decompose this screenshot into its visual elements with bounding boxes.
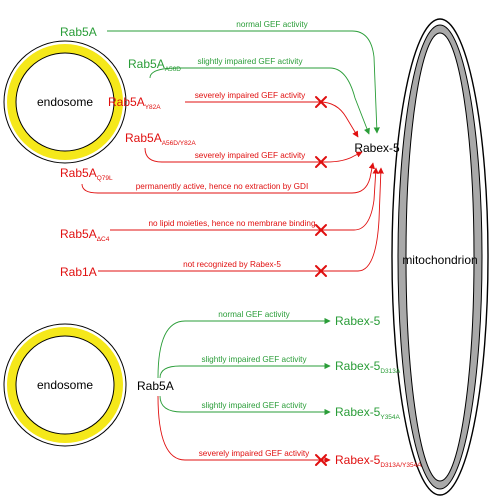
endosome-top-label: endosome: [37, 95, 93, 109]
mitochondrion-label: mitochondrion: [402, 253, 477, 267]
arrow-label: severely impaired GEF activity: [195, 91, 306, 100]
arrow-label: no lipid moieties, hence no membrane bin…: [148, 219, 315, 228]
top-variant-rab5a-y82a: Rab5AY82A severely impaired GEF activity: [108, 91, 359, 138]
variant-label: Rab5AQ79L: [60, 166, 113, 182]
arrow-path: [159, 395, 331, 416]
arrow-path: [110, 167, 379, 231]
arrow-label: permanently active, hence no extraction …: [136, 182, 308, 191]
endosome-bottom-label: endosome: [37, 378, 93, 392]
target-label: Rabex-5Y354A: [335, 405, 401, 421]
arrow-label: slightly impaired GEF activity: [201, 355, 307, 364]
variant-label: Rab5AY82A: [108, 95, 161, 111]
top-variant-rab5a-q79l: Rab5AQ79L permanently active, hence no e…: [60, 162, 375, 194]
blocked-x-icon: [315, 265, 327, 277]
bottom-target-rabex5-y354a: slightly impaired GEF activity Rabex-5Y3…: [159, 395, 401, 421]
top-variant-rab1a: Rab1A not recognized by Rabex-5: [60, 167, 384, 279]
arrow-label: normal GEF activity: [218, 310, 290, 319]
arrow-path: [107, 30, 380, 134]
bottom-target-rabex5-d313a-y354a: severely impaired GEF activity Rabex-5D3…: [157, 395, 422, 469]
endosome-top: endosome: [3, 40, 127, 164]
blocked-x-icon: [315, 96, 327, 108]
variant-label: Rab1A: [60, 265, 97, 279]
arrow-path: [157, 395, 331, 464]
arrow-path: [81, 162, 375, 194]
mitochondrion: mitochondrion: [391, 18, 489, 496]
blocked-x-icon: [315, 224, 327, 236]
arrow-label: not recognized by Rabex-5: [183, 260, 281, 269]
bottom-target-rabex5-d313a: slightly impaired GEF activity Rabex-5D3…: [159, 355, 401, 379]
arrow-path: [157, 317, 331, 379]
arrow-label: slightly impaired GEF activity: [197, 57, 303, 66]
arrow-label: slightly impaired GEF activity: [201, 401, 307, 410]
variant-label: Rab5A: [60, 25, 97, 39]
top-variant-rab5a: Rab5A normal GEF activity: [60, 20, 380, 134]
target-label: Rabex-5D313A/Y354A: [335, 453, 422, 469]
target-label: Rabex-5: [335, 314, 381, 328]
arrow-path: [98, 167, 384, 272]
rab5a-source-label: Rab5A: [137, 379, 174, 393]
arrow-path: [149, 67, 370, 135]
blocked-x-icon: [315, 156, 327, 168]
arrow-label: severely impaired GEF activity: [199, 449, 310, 458]
arrow-label: severely impaired GEF activity: [195, 151, 306, 160]
variant-label: Rab5AA56D/Y82A: [125, 131, 196, 147]
rabex5-target-label: Rabex-5: [354, 141, 400, 155]
variant-label: Rab5AA56D: [128, 57, 181, 73]
top-variant-rab5a-dc4: Rab5AΔC4 no lipid moieties, hence no mem…: [60, 167, 379, 243]
bottom-target-rabex5: normal GEF activity Rabex-5: [157, 310, 381, 379]
blocked-x-icon: [315, 454, 327, 466]
arrow-path: [144, 147, 363, 163]
arrow-path: [185, 101, 359, 138]
arrow-label: normal GEF activity: [236, 20, 308, 29]
target-label: Rabex-5D313A: [335, 359, 401, 375]
top-variant-rab5a-a56d-y82a: Rab5AA56D/Y82A severely impaired GEF act…: [125, 131, 363, 168]
variant-label: Rab5AΔC4: [60, 227, 110, 243]
arrow-path: [159, 362, 331, 379]
endosome-bottom: endosome: [3, 323, 127, 447]
top-variant-rab5a-a56d: Rab5AA56D slightly impaired GEF activity: [128, 57, 370, 135]
